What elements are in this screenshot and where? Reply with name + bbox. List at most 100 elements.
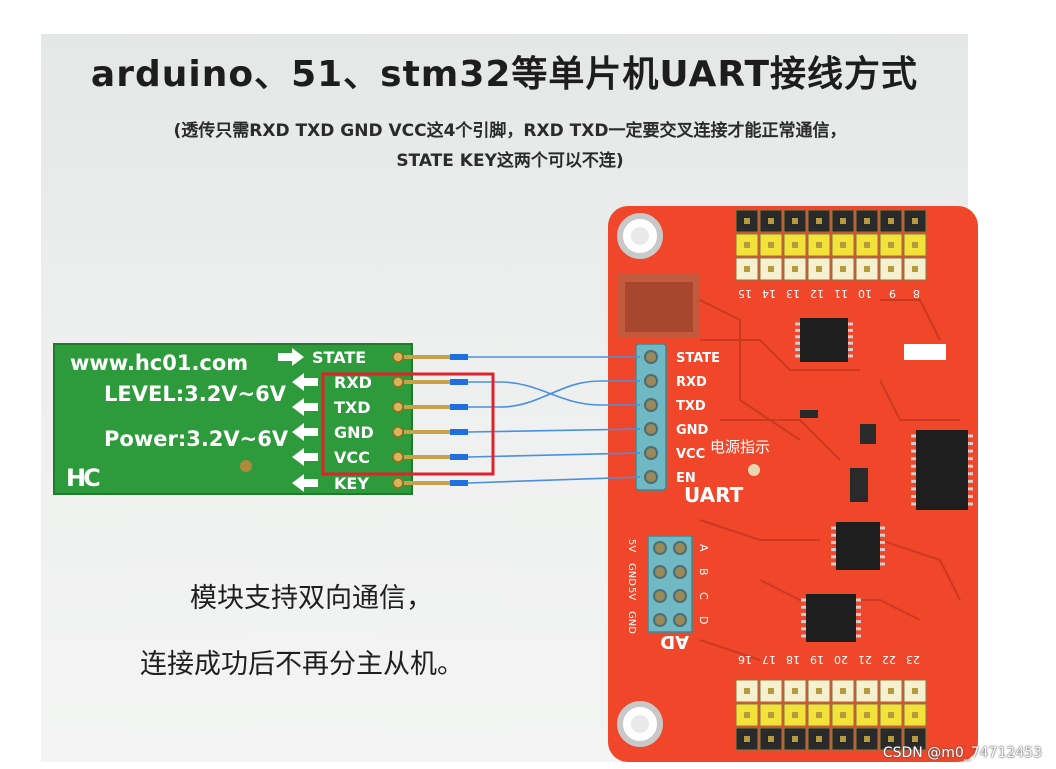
module-pin-label: STATE: [312, 348, 366, 367]
ic-pin: [848, 354, 853, 358]
ic-chip: [916, 430, 968, 510]
ic-chip: [806, 594, 856, 642]
header-pin-square: [864, 266, 870, 272]
uart-wire: [467, 476, 641, 484]
ic-pin: [856, 612, 861, 616]
header-pin-square: [840, 242, 846, 248]
ic-pin: [831, 548, 836, 552]
ad-pin-hole: [653, 589, 667, 603]
uart-pin-hole: [644, 446, 658, 460]
ic-pin: [911, 449, 916, 453]
board-pin-label: STATE: [676, 351, 720, 366]
header-number-label: 22: [882, 653, 896, 666]
header-pin-square: [840, 266, 846, 272]
module-pin-label: GND: [334, 423, 374, 442]
header-number-label: 18: [786, 653, 800, 666]
ic-pin: [831, 526, 836, 530]
ic-pin: [801, 598, 806, 602]
header-pin-square: [744, 736, 750, 742]
pcb-trace: [699, 639, 761, 661]
uart-label: UART: [684, 483, 744, 507]
ad-letter-label: D: [697, 616, 710, 624]
wire-connector: [450, 480, 468, 486]
ic-pin: [968, 502, 973, 506]
header-pin-square: [864, 242, 870, 248]
board-pin-label: EN: [676, 471, 696, 486]
ic-pin: [795, 341, 800, 345]
module-pin-label: RXD: [334, 373, 372, 392]
ad-pin-hole: [653, 565, 667, 579]
ic-pin: [880, 555, 885, 559]
header-pin: [404, 455, 450, 459]
header-pin-square: [888, 242, 894, 248]
ic-pin: [848, 335, 853, 339]
header-pin: [404, 405, 450, 409]
module-level: LEVEL:3.2V~6V: [104, 382, 287, 406]
pcb-trace: [879, 379, 960, 421]
ic-pin: [968, 494, 973, 498]
ic-pin: [795, 328, 800, 332]
header-pin: [404, 355, 450, 359]
ic-pin: [831, 562, 836, 566]
header-pin-square: [888, 712, 894, 718]
ic-pin: [848, 348, 853, 352]
ic-pin: [968, 479, 973, 483]
header-pin-square: [912, 712, 918, 718]
board-pin-label: VCC: [676, 447, 705, 462]
ic-pin: [968, 434, 973, 438]
module-pin-pad: [392, 351, 404, 363]
header-pin-square: [864, 712, 870, 718]
header-number-label: 8: [913, 287, 920, 300]
ad-pin-label: 5V: [626, 587, 637, 600]
wire-connector: [450, 454, 468, 460]
uart-pin-hole: [644, 422, 658, 436]
header-number-label: 21: [858, 653, 872, 666]
ic-pin: [801, 612, 806, 616]
ic-pin: [848, 328, 853, 332]
ad-letter-label: A: [697, 544, 710, 552]
header-pin-square: [816, 218, 822, 224]
header-number-label: 17: [762, 653, 776, 666]
header-pin-square: [768, 266, 774, 272]
header-pin-square: [816, 266, 822, 272]
ic-pin: [856, 598, 861, 602]
pin-arrow-icon: [278, 348, 304, 366]
ic-pin: [880, 540, 885, 544]
pcb-trace: [879, 539, 961, 601]
header-pin-square: [888, 688, 894, 694]
header-pin-square: [888, 266, 894, 272]
ic-pin: [911, 502, 916, 506]
uart-wire: [468, 380, 640, 408]
uart-pin-hole: [644, 470, 658, 484]
board-body: [608, 206, 978, 762]
header-number-label: 12: [810, 287, 824, 300]
pcb-trace: [880, 299, 941, 341]
ad-letter-label: B: [697, 568, 710, 576]
ic-pin: [968, 449, 973, 453]
ad-pin-hole: [653, 541, 667, 555]
bluetooth-module: www.hc01.com LEVEL:3.2V~6V Power:3.2V~6V…: [53, 343, 413, 495]
mount-hole-bottom-inner: [631, 715, 649, 733]
header-pin-square: [840, 712, 846, 718]
header-pin-square: [744, 266, 750, 272]
header-pin-square: [792, 736, 798, 742]
wire-connector: [450, 379, 468, 385]
module-edge: [53, 343, 413, 495]
ic-pin: [848, 322, 853, 326]
header-pin-square: [816, 242, 822, 248]
header-pin-square: [744, 242, 750, 248]
header-pin-square: [888, 736, 894, 742]
module-pin-pad: [392, 477, 404, 489]
ic-pin: [801, 620, 806, 624]
header-number-label: 23: [906, 653, 920, 666]
ic-pin: [801, 605, 806, 609]
header-pin-square: [768, 218, 774, 224]
board-pin-label: RXD: [676, 375, 707, 390]
board-pin-label: GND: [676, 423, 709, 438]
smd-component: [800, 410, 818, 418]
wire-connector: [450, 429, 468, 435]
module-pin-label: TXD: [334, 398, 371, 417]
